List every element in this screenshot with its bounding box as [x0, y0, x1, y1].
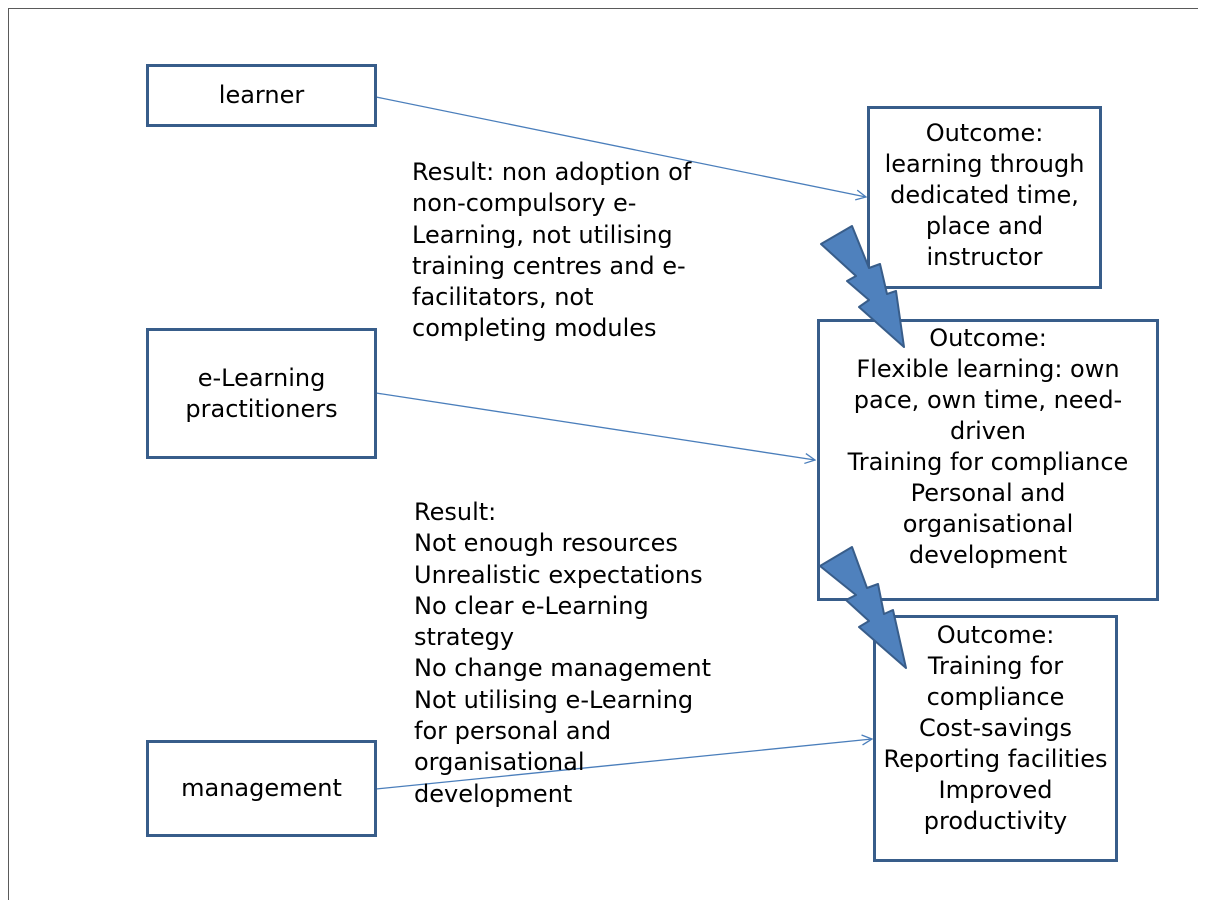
actor-management-label: management [181, 774, 342, 802]
outcome-line: organisational [902, 510, 1074, 538]
slide-frame [8, 8, 1198, 900]
result-line: training centres and e- [412, 251, 686, 280]
result-line: organisational [414, 748, 585, 777]
result-line: strategy [414, 623, 515, 652]
result-line: development [414, 779, 573, 808]
outcome-line: Outcome: [936, 621, 1055, 649]
actor-practitioners-label: e-Learning practitioners [185, 363, 338, 423]
result-text-practitioners-management: Result: Not enough resources Unrealistic… [414, 497, 711, 810]
result-line: Result: [414, 498, 497, 526]
result-line: Not enough resources [414, 529, 678, 558]
result-line: Learning, not utilising [412, 220, 673, 249]
outcome-line: compliance [926, 683, 1065, 711]
outcome-line: Reporting facilities [883, 745, 1108, 773]
result-line: completing modules [412, 314, 657, 343]
outcome-line: learning through [884, 150, 1085, 178]
arrow-practitioners-to-outcome [375, 392, 815, 460]
outcome-line: Training for compliance [847, 448, 1129, 476]
outcome-line: dedicated time, [890, 181, 1079, 209]
outcome-line: pace, own time, need- [853, 386, 1123, 414]
actor-practitioners: e-Learning practitioners [146, 328, 377, 459]
result-text-learner-practitioners: Result: non adoption of non-compulsory e… [412, 157, 691, 345]
actor-management: management [146, 740, 377, 837]
outcome-line: Improved [938, 776, 1053, 804]
result-line: facilitators, not [412, 283, 594, 312]
outcome-learner: Outcome: learning through dedicated time… [867, 106, 1102, 289]
outcome-line: Outcome: [929, 324, 1047, 352]
outcome-line: Outcome: [925, 119, 1044, 147]
result-line: non-compulsory e- [412, 189, 637, 218]
outcome-line: productivity [923, 807, 1068, 835]
result-line: for personal and [414, 717, 612, 746]
arrow-management-to-outcome [375, 739, 872, 790]
result-line: No clear e-Learning [414, 591, 649, 620]
arrow-learner-to-outcome [375, 96, 866, 197]
result-line: No change management [414, 654, 711, 683]
actor-learner-label: learner [218, 81, 305, 109]
outcome-line: instructor [926, 243, 1043, 271]
outcome-line: Flexible learning: own [856, 355, 1120, 383]
outcome-line: Personal and [910, 479, 1066, 507]
outcome-line: driven [950, 417, 1026, 445]
result-line: Unrealistic expectations [414, 560, 703, 589]
actor-learner: learner [146, 64, 377, 127]
result-line: Result: non adoption of [412, 158, 692, 186]
lightning-bolt-icon-lower [819, 546, 907, 669]
outcome-management: Outcome: Training for compliance Cost-sa… [873, 615, 1118, 862]
outcome-line: Cost-savings [918, 714, 1073, 742]
outcome-line: development [908, 541, 1068, 569]
lightning-bolt-icon-upper [820, 225, 905, 348]
result-line: Not utilising e-Learning [414, 685, 694, 714]
outcome-line: Training for [927, 652, 1064, 680]
outcome-practitioners: Outcome: Flexible learning: own pace, ow… [817, 319, 1159, 601]
outcome-line: place and [925, 212, 1044, 240]
